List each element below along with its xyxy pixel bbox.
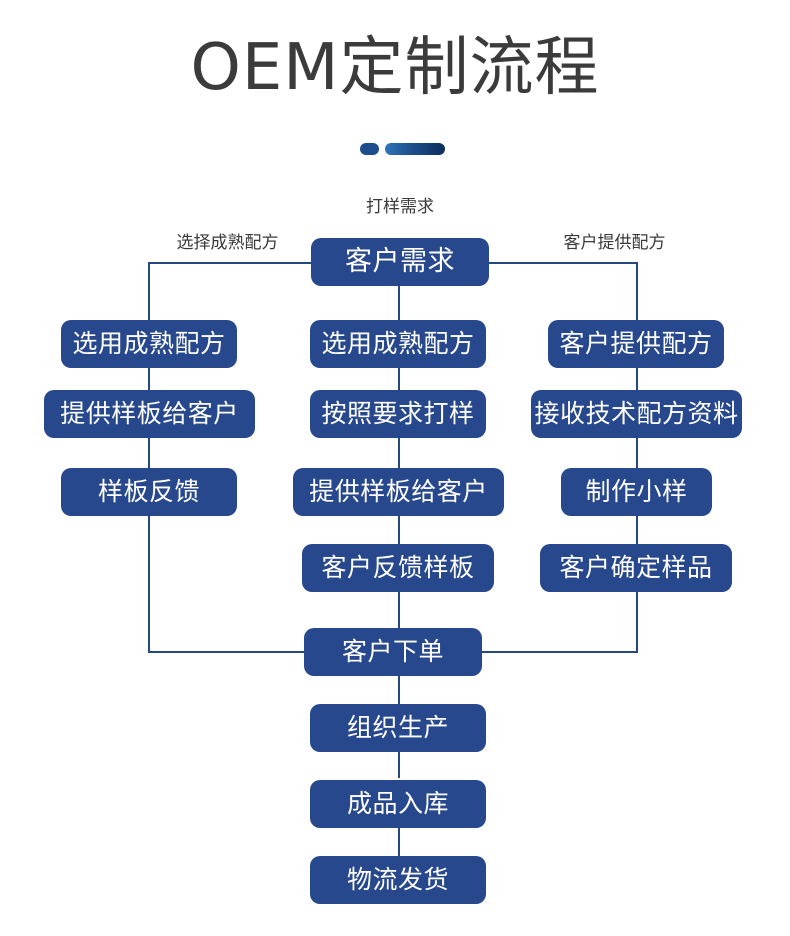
caption-customer-provides-formula: 客户提供配方 — [563, 233, 666, 253]
node-right-2[interactable]: 接收技术配方资料 — [531, 390, 742, 438]
caption-choose-mature-formula: 选择成熟配方 — [176, 233, 279, 253]
caption-sampling-requirement: 打样需求 — [366, 197, 434, 217]
connector-right-to-merge — [636, 592, 638, 652]
connector-left-2-3 — [148, 438, 150, 468]
connector-center-to-merge — [398, 592, 400, 628]
connector-root-to-left — [148, 262, 313, 264]
title-divider — [0, 140, 790, 158]
node-left-2[interactable]: 提供样板给客户 — [44, 390, 255, 438]
divider-dot-icon — [360, 143, 379, 155]
node-left-3[interactable]: 样板反馈 — [61, 468, 237, 516]
connector-merge-to-tail1 — [398, 674, 400, 704]
connector-right-3-4 — [636, 516, 638, 544]
connector-root-down — [398, 286, 400, 320]
connector-right-2-3 — [636, 438, 638, 468]
connector-root-to-right — [488, 262, 638, 264]
node-right-3[interactable]: 制作小样 — [561, 468, 712, 516]
node-tail-3[interactable]: 物流发货 — [310, 856, 486, 904]
node-center-3[interactable]: 提供样板给客户 — [293, 468, 504, 516]
connector-left-merge-horizontal — [148, 651, 305, 653]
page-title: OEM定制流程 — [190, 31, 600, 105]
node-customer-requirement[interactable]: 客户需求 — [311, 238, 489, 286]
node-center-1[interactable]: 选用成熟配方 — [310, 320, 486, 368]
node-left-1[interactable]: 选用成熟配方 — [61, 320, 237, 368]
connector-left-trunk-top — [148, 262, 150, 320]
node-customer-places-order[interactable]: 客户下单 — [304, 628, 482, 676]
node-tail-1[interactable]: 组织生产 — [310, 704, 486, 752]
connector-right-1-2 — [636, 368, 638, 390]
node-center-4[interactable]: 客户反馈样板 — [302, 544, 494, 592]
node-tail-2[interactable]: 成品入库 — [310, 780, 486, 828]
divider-bar-icon — [385, 143, 445, 155]
node-right-1[interactable]: 客户提供配方 — [548, 320, 724, 368]
connector-center-2-3 — [398, 438, 400, 468]
connector-tail2-tail3 — [398, 828, 400, 856]
connector-center-1-2 — [398, 368, 400, 390]
connector-left-1-2 — [148, 368, 150, 390]
node-center-2[interactable]: 按照要求打样 — [310, 390, 486, 438]
connector-left-to-merge — [148, 516, 150, 652]
connector-right-trunk-top — [636, 262, 638, 320]
connector-tail1-tail2 — [398, 752, 400, 778]
connector-right-merge-horizontal — [481, 651, 638, 653]
connector-center-3-4 — [398, 516, 400, 544]
node-right-4[interactable]: 客户确定样品 — [540, 544, 732, 592]
